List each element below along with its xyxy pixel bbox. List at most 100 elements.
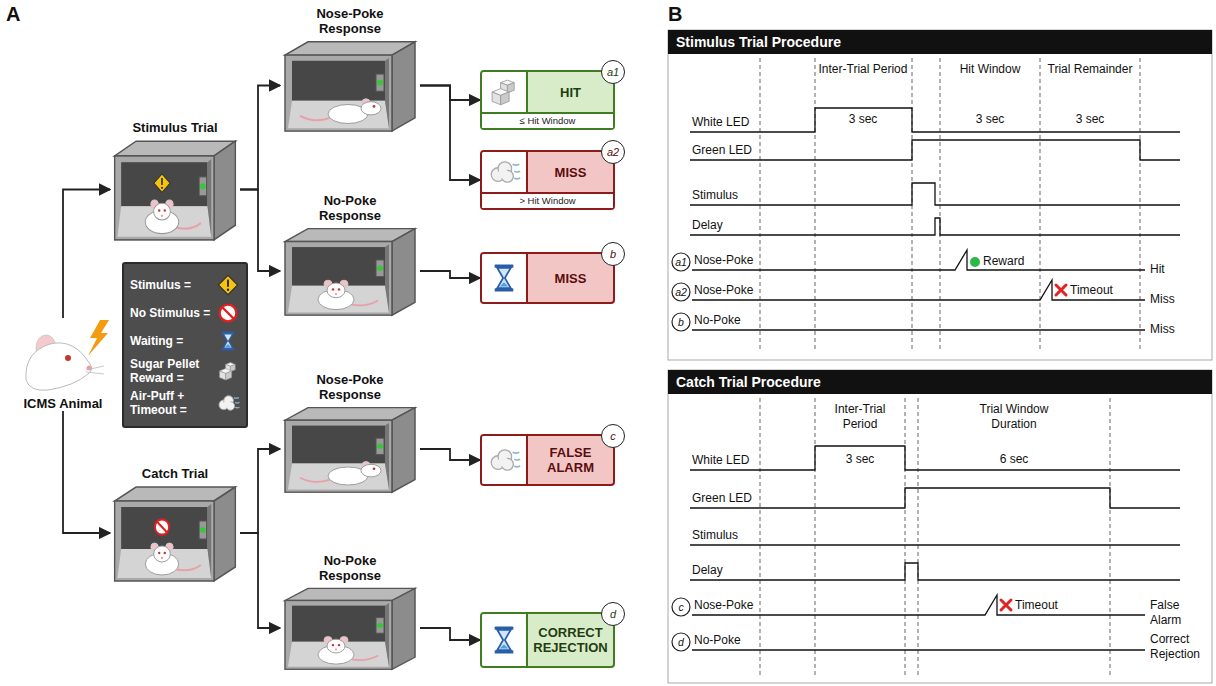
legend-row: Stimulus = bbox=[130, 273, 240, 297]
graphic-path bbox=[690, 108, 1180, 132]
panel-letter: A bbox=[6, 2, 20, 26]
outcome-row: FALSE ALARM bbox=[482, 436, 613, 484]
outcome-box: MISS> Hit Windowa2 bbox=[480, 150, 615, 210]
connector-arrow bbox=[63, 411, 110, 533]
graphic-svg bbox=[154, 174, 170, 192]
chamber-title: No-Poke Response bbox=[305, 553, 395, 583]
graphic-circle bbox=[161, 187, 163, 189]
graphic-circle bbox=[498, 457, 508, 467]
callout-circle: b bbox=[601, 242, 625, 266]
column-label: 3 sec bbox=[960, 112, 1020, 127]
graphic-path bbox=[690, 563, 1180, 580]
graphic-polygon bbox=[208, 504, 212, 578]
graphic-g bbox=[498, 169, 508, 179]
graphic-path bbox=[690, 544, 1180, 545]
chamber-title: No-Poke Response bbox=[305, 193, 395, 223]
graphic-polygon bbox=[385, 58, 389, 128]
graphic-circle bbox=[672, 283, 690, 301]
graphic-path bbox=[300, 478, 330, 482]
signal-label: Nose-Poke bbox=[694, 283, 753, 298]
legend-symbol bbox=[216, 391, 240, 415]
graphic-rect bbox=[115, 501, 214, 581]
graphic-path bbox=[692, 329, 1145, 330]
graphic-circle bbox=[332, 644, 335, 646]
graphic-path bbox=[690, 140, 1180, 160]
graphic-ellipse bbox=[361, 464, 381, 477]
graphic-polygon bbox=[492, 92, 501, 105]
signal-label: No-Poke bbox=[694, 633, 741, 648]
graphic-path bbox=[692, 250, 1145, 270]
callout-circle: a1 bbox=[601, 60, 625, 84]
graphic-polygon bbox=[218, 275, 237, 294]
chamber-node: Nose-Poke Response bbox=[280, 6, 420, 133]
graphic-path bbox=[514, 177, 520, 180]
graphic-rect bbox=[292, 426, 385, 464]
outcome-text-cell: MISS bbox=[528, 152, 613, 192]
graphic-rect bbox=[292, 247, 385, 286]
graphic-path bbox=[500, 644, 509, 648]
graphic-path bbox=[513, 164, 520, 167]
graphic-path bbox=[690, 488, 1180, 508]
panel-frame bbox=[668, 370, 1212, 683]
rat-head-illustration bbox=[8, 318, 118, 396]
outcome-text-cell: HIT bbox=[528, 72, 613, 112]
legend-symbol bbox=[216, 329, 240, 353]
graphic-ellipse bbox=[154, 546, 171, 562]
graphic-circle bbox=[227, 289, 229, 291]
graphic-path bbox=[690, 446, 1180, 470]
graphic-path bbox=[26, 343, 92, 390]
graphic-path bbox=[225, 344, 231, 347]
outcome-box: CORRECT REJECTIONd bbox=[480, 612, 615, 668]
connector-arrow bbox=[240, 86, 280, 190]
chamber-holder bbox=[110, 137, 240, 242]
signal-label: White LED bbox=[692, 453, 749, 468]
graphic-g bbox=[86, 366, 104, 374]
column-label: 3 sec bbox=[830, 452, 890, 467]
chamber-node: No-Poke Response bbox=[280, 193, 420, 317]
graphic-path bbox=[1056, 285, 1066, 295]
graphic-rect bbox=[376, 618, 384, 633]
callout-number: d bbox=[610, 608, 616, 620]
graphic-g bbox=[498, 457, 508, 467]
chamber-holder bbox=[110, 483, 240, 583]
graphic-polygon bbox=[392, 408, 415, 493]
column-label: Trial Window Duration bbox=[959, 402, 1069, 432]
callout-number: c bbox=[610, 430, 616, 442]
graphic-circle bbox=[377, 265, 383, 271]
graphic-path bbox=[514, 170, 520, 173]
graphic-polygon bbox=[288, 463, 389, 489]
chamber-title: Catch Trial bbox=[110, 466, 240, 481]
signal-label: Miss bbox=[1150, 292, 1175, 307]
graphic-rect bbox=[285, 242, 392, 316]
legend-label: No Stimulus = bbox=[130, 306, 210, 320]
header-label: Stimulus Trial Procedure bbox=[676, 34, 841, 50]
legend-label: Waiting = bbox=[130, 334, 183, 348]
graphic-circle bbox=[373, 105, 376, 108]
graphic-circle bbox=[672, 598, 690, 616]
graphic-path bbox=[1001, 600, 1011, 610]
graphic-polygon bbox=[385, 603, 389, 667]
graphic-circle bbox=[332, 288, 335, 290]
graphic-path bbox=[692, 280, 1145, 300]
graphic-rect bbox=[199, 521, 206, 539]
graphic-line bbox=[86, 372, 104, 374]
graphic-circle bbox=[377, 80, 383, 86]
puff-icon bbox=[216, 391, 240, 415]
outcome-text-cell: CORRECT REJECTION bbox=[528, 614, 613, 666]
outcome-row: MISS bbox=[482, 254, 613, 302]
chamber-node: No-Poke Response bbox=[280, 553, 420, 671]
legend-label: Sugar Pellet Reward = bbox=[130, 357, 214, 385]
outcome-label: MISS bbox=[555, 165, 587, 180]
graphic-g bbox=[491, 450, 513, 470]
graphic-circle bbox=[164, 552, 166, 555]
chamber-holder bbox=[280, 585, 420, 671]
legend-label: Stimulus = bbox=[130, 278, 191, 292]
legend-row: No Stimulus = bbox=[130, 301, 240, 325]
graphic-circle bbox=[164, 209, 166, 212]
graphic-svg bbox=[155, 519, 169, 534]
graphic-path bbox=[497, 268, 511, 288]
signal-label: Reward bbox=[983, 254, 1024, 269]
graphic-rect bbox=[376, 260, 384, 277]
graphic-polygon bbox=[392, 42, 415, 131]
column-label: 3 sec bbox=[833, 112, 893, 127]
